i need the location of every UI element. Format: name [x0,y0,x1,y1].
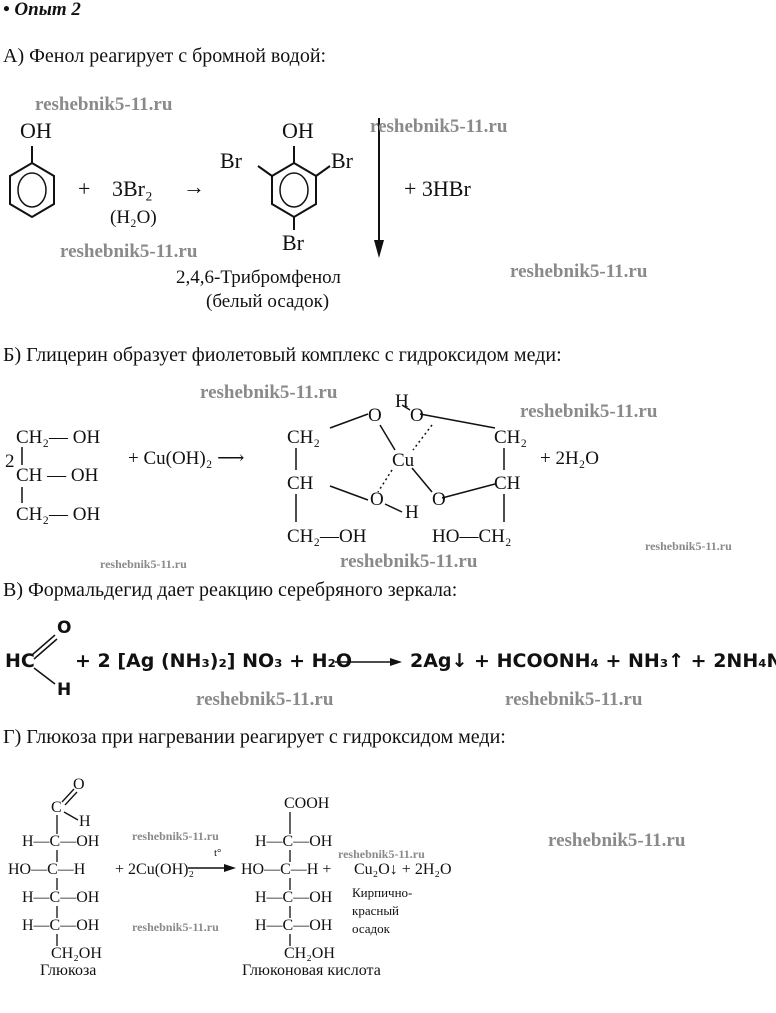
watermark: reshebnik5-11.ru [100,557,187,571]
gluconic-row: H—C—OH [255,889,333,906]
watermark: reshebnik5-11.ru [340,551,478,572]
complex-h: H [405,502,419,523]
complex-ch2: CH₂ [494,427,528,448]
product-oh: OH [282,118,314,143]
glucose-o: O [73,776,85,793]
section-a-heading: А) Фенол реагирует с бромной водой: [3,45,327,67]
experiment-title: • Опыт 2 [3,0,81,20]
glucose-label: Глюкоза [40,962,97,979]
solvent-label: (H₂O) [110,207,157,228]
glucose-c: C [51,799,62,816]
glycerol-row: CH₂— OH [16,427,101,448]
watermark: reshebnik5-11.ru [338,847,425,861]
complex-cu: Cu [392,450,415,471]
watermark: reshebnik5-11.ru [520,401,658,422]
complex-ch: CH [287,473,314,494]
reagent-bromine: 3Br₂ [112,176,153,201]
reagent-copper: + Cu(OH)₂ ⟶ [128,448,245,469]
product-name: 2,4,6-Трибромфенол [176,267,341,288]
phenol-oh: OH [20,118,52,143]
product-note: (белый осадок) [206,291,330,312]
glycerol-coef: 2 [5,451,15,472]
watermark: reshebnik5-11.ru [548,830,686,851]
section-d-heading: Г) Глюкоза при нагревании реагирует с ги… [3,726,506,748]
gluconic-row: H—C—OH [255,917,333,934]
reaction-arrow: → [183,174,205,199]
formaldehyde-hc: HC [5,650,35,672]
complex-o: O [370,489,384,510]
equation-right: 2Ag↓ + HCOONH₄ + NH₃↑ + 2NH₄NO₃ [410,650,776,672]
gluconic-row: H—C—OH [255,833,333,850]
complex-o: O [410,405,424,426]
glucose-row: H—C—OH [22,917,100,934]
complex-hoch2: HO—CH₂ [432,526,512,547]
equation-left: + 2 [Ag (NH₃)₂] NO₃ + H₂O [75,650,352,672]
precipitate-note: Кирпично- [352,885,413,900]
gluconic-row: HO—C—H + [241,861,332,878]
reagent-copper: + 2Cu(OH)₂ [115,861,195,878]
product-hbr: + 3HBr [404,176,471,201]
precipitate-note: красный [352,903,400,918]
glucose-row: H—C—OH [22,833,100,850]
watermark: reshebnik5-11.ru [645,539,732,553]
br-left: Br [220,148,242,173]
formaldehyde-o: O [57,618,72,638]
glucose-row: H—C—OH [22,889,100,906]
watermark: reshebnik5-11.ru [60,241,198,262]
precipitate-note: осадок [352,921,390,936]
watermark: reshebnik5-11.ru [200,382,338,403]
watermark: reshebnik5-11.ru [196,689,334,710]
glycerol-row: CH₂— OH [16,504,101,525]
section-c-heading: В) Формальдегид дает реакцию серебряного… [3,579,458,601]
condition-heat: t° [214,847,222,859]
glucose-ch2oh: CH₂OH [51,945,102,962]
complex-h: H [395,391,409,412]
watermark: reshebnik5-11.ru [132,829,219,843]
complex-ch2: CH₂ [287,427,321,448]
watermark: reshebnik5-11.ru [370,116,508,137]
section-b-heading: Б) Глицерин образует фиолетовый комплекс… [3,344,562,366]
watermark: reshebnik5-11.ru [132,920,219,934]
complex-ch: CH [494,473,521,494]
gluconic-ch2oh: CH₂OH [284,945,335,962]
glycerol-row: CH — OH [16,465,99,486]
watermark: reshebnik5-11.ru [35,94,173,115]
complex-o: O [368,405,382,426]
watermark: reshebnik5-11.ru [510,261,648,282]
gluconic-label: Глюконовая кислота [242,962,381,979]
glucose-row: HO—C—H [8,861,86,878]
gluconic-cooh: COOH [284,795,330,812]
complex-ch2oh: CH₂—OH [287,526,367,547]
br-right: Br [331,148,353,173]
complex-o: O [432,489,446,510]
glucose-h: H [79,813,91,830]
br-bottom: Br [282,230,304,255]
products: Cu₂O↓ + 2H₂O [354,861,452,878]
product-water: + 2H₂O [540,448,600,469]
formaldehyde-h: H [57,680,72,700]
plus-sign: + [78,176,91,201]
watermark: reshebnik5-11.ru [505,689,643,710]
